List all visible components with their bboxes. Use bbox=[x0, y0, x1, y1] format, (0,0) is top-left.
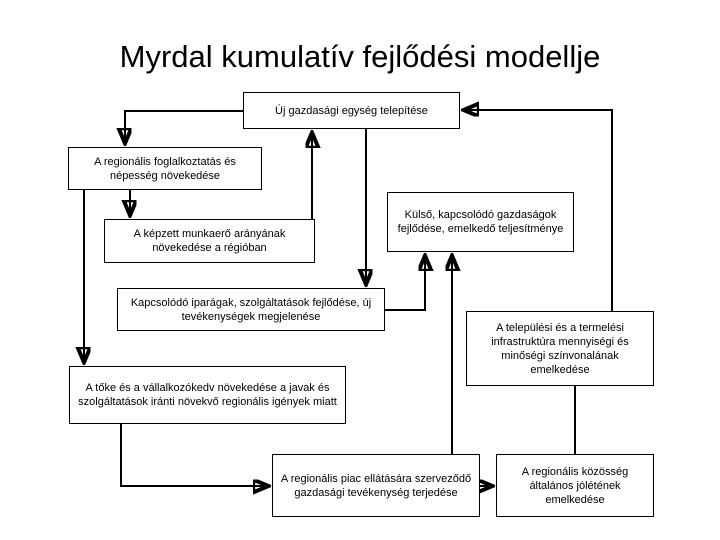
node-capital-entrepreneurship[interactable]: A tőke és a vállalkozókedv növekedése a … bbox=[69, 366, 346, 424]
node-label: A képzett munkaerő arányának növekedése … bbox=[133, 228, 286, 254]
node-new-unit[interactable]: Új gazdasági egység telepítése bbox=[243, 92, 460, 129]
node-label: Kapcsolódó iparágak, szolgáltatások fejl… bbox=[130, 296, 372, 323]
edge-infrastructure-to-new-unit bbox=[464, 110, 613, 311]
node-label: A regionális foglalkoztatás és népesség … bbox=[94, 155, 236, 182]
node-infrastructure[interactable]: A települési és a termelési infrastruktú… bbox=[466, 311, 654, 386]
edge-capital-to-regional-market bbox=[120, 424, 268, 486]
edge-new-unit-to-employment bbox=[125, 110, 243, 143]
node-community-welfare[interactable]: A regionális közösség általános jóléténe… bbox=[496, 454, 654, 517]
node-related-industries[interactable]: Kapcsolódó iparágak, szolgáltatások fejl… bbox=[117, 288, 385, 331]
node-label: Új gazdasági egység telepítése bbox=[275, 104, 428, 117]
node-regional-market[interactable]: A regionális piac ellátására szerveződő … bbox=[272, 454, 480, 517]
node-skilled-labour[interactable]: A képzett munkaerő arányának növekedése … bbox=[104, 219, 315, 263]
node-external-economies[interactable]: Külső, kapcsolódó gazdaságok fejlődése, … bbox=[387, 192, 574, 252]
edge-related-industries-to-external bbox=[385, 256, 425, 311]
node-label: A regionális piac ellátására szerveződő … bbox=[280, 472, 472, 499]
node-label: A regionális közösség általános jóléténe… bbox=[521, 465, 629, 506]
node-label: Külső, kapcsolódó gazdaságok fejlődése, … bbox=[397, 209, 564, 235]
node-employment-population[interactable]: A regionális foglalkoztatás és népesség … bbox=[68, 147, 262, 190]
node-label: A tőke és a vállalkozókedv növekedése a … bbox=[78, 382, 337, 408]
page-title: Myrdal kumulatív fejlődési modellje bbox=[119, 39, 601, 74]
node-label: A települési és a termelési infrastruktú… bbox=[491, 321, 629, 376]
